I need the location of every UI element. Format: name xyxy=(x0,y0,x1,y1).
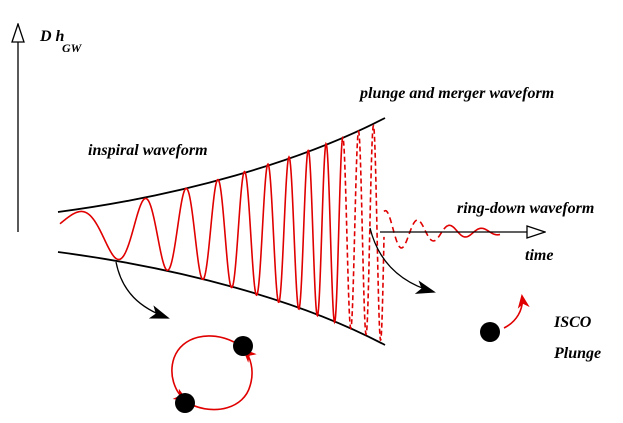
black-hole-b xyxy=(175,393,195,413)
isco-label: ISCO xyxy=(553,314,592,331)
plunge-merger-label: plunge and merger waveform xyxy=(358,85,554,102)
merger-waveform xyxy=(341,124,385,342)
ringdown-waveform-dashed xyxy=(383,209,449,249)
plunging-body xyxy=(480,322,500,342)
y-axis-label-subscript: GW xyxy=(62,41,83,55)
plunging-body-icon xyxy=(480,294,530,342)
upper-envelope xyxy=(57,117,386,213)
plunge-pointer-arrow xyxy=(369,227,436,294)
black-hole-a xyxy=(233,336,253,356)
plunge-label: Plunge xyxy=(553,345,601,362)
ringdown-label: ring-down waveform xyxy=(457,200,594,217)
ringdown-waveform-solid xyxy=(447,224,501,238)
orbiting-binary-icon xyxy=(171,335,257,413)
lower-envelope xyxy=(57,251,386,346)
y-axis-label: D h xyxy=(39,28,65,45)
inspiral-waveform xyxy=(59,141,343,325)
time-axis-label: time xyxy=(525,247,553,264)
inspiral-pointer-arrow xyxy=(115,261,170,319)
inspiral-label: inspiral waveform xyxy=(88,142,208,159)
